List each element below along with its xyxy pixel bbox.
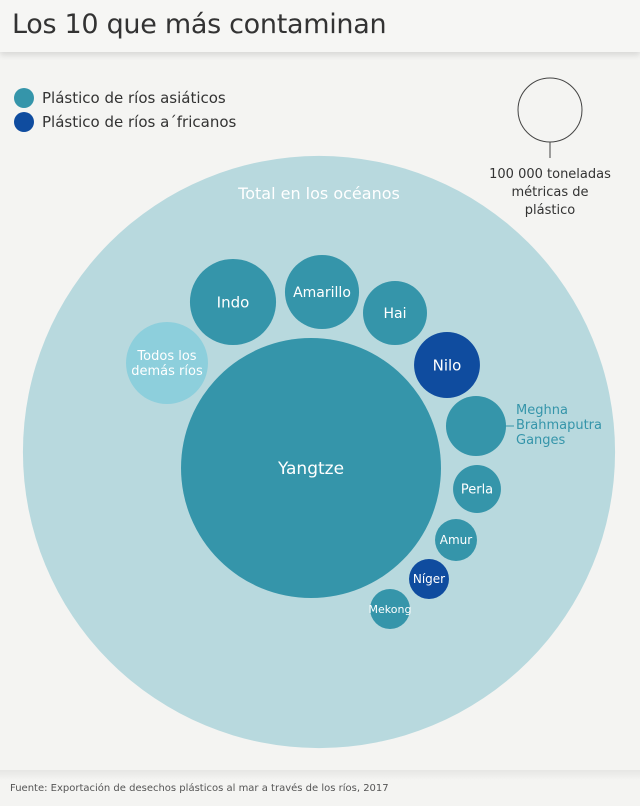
title-bar: Los 10 que más contaminan	[0, 0, 640, 52]
legend-swatch-asia	[14, 88, 34, 108]
legend-swatch-africa	[14, 112, 34, 132]
legend-item-asia: Plástico de ríos asiáticos	[14, 86, 236, 110]
bubble-todos-los-demas-rios	[126, 322, 208, 404]
bubble-label-yangtze: Yangtze	[277, 459, 344, 479]
legend-item-africa: Plástico de ríos a´fricanos	[14, 110, 236, 134]
bubble-label-niger: Níger	[413, 572, 445, 586]
bubble-label-amarillo: Amarillo	[293, 285, 351, 301]
bubble-label-meghna-brahmaputra-ganges: Brahmaputra	[516, 418, 602, 433]
page-title: Los 10 que más contaminan	[12, 9, 387, 40]
bubble-niger	[409, 559, 449, 599]
bubble-label-indo: Indo	[217, 293, 250, 311]
source-note: Fuente: Exportación de desechos plástico…	[10, 783, 389, 794]
bubble-mekong	[370, 589, 410, 629]
bubble-amarillo	[284, 254, 360, 330]
bubble-hai	[363, 281, 427, 345]
bubble-indo	[189, 258, 277, 346]
bubble-perla	[453, 465, 501, 513]
bubble-label-nilo: Nilo	[433, 356, 462, 374]
bubble-amur	[435, 519, 477, 561]
footer-divider	[0, 770, 640, 780]
bubble-nilo	[414, 332, 480, 398]
bubble-meghna-brahmaputra-ganges	[445, 395, 507, 457]
bubble-label-hai: Hai	[384, 306, 407, 322]
bubble-label-perla: Perla	[461, 483, 493, 498]
scale-reference-label: 100 000 toneladas	[489, 167, 611, 182]
bubble-yangtze	[181, 338, 441, 598]
scale-reference-label: métricas de	[512, 185, 589, 200]
bubble-label-amur: Amur	[440, 533, 473, 547]
bubble-label-meghna-brahmaputra-ganges: Ganges	[516, 433, 566, 448]
scale-reference-label: plástico	[525, 203, 575, 218]
total-ocean-label: Total en los océanos	[237, 184, 400, 203]
legend-label-africa: Plástico de ríos a´fricanos	[42, 113, 237, 131]
bubble-label-todos-los-demas-rios: Todos los	[136, 349, 196, 364]
bubble-label-mekong: Mekong	[369, 603, 412, 616]
scale-reference-circle	[517, 77, 583, 143]
legend-label-asia: Plástico de ríos asiáticos	[42, 89, 226, 107]
legend: Plástico de ríos asiáticos Plástico de r…	[14, 86, 236, 134]
bubble-label-meghna-brahmaputra-ganges: Meghna	[516, 403, 568, 418]
bubble-label-todos-los-demas-rios: demás ríos	[131, 364, 203, 379]
